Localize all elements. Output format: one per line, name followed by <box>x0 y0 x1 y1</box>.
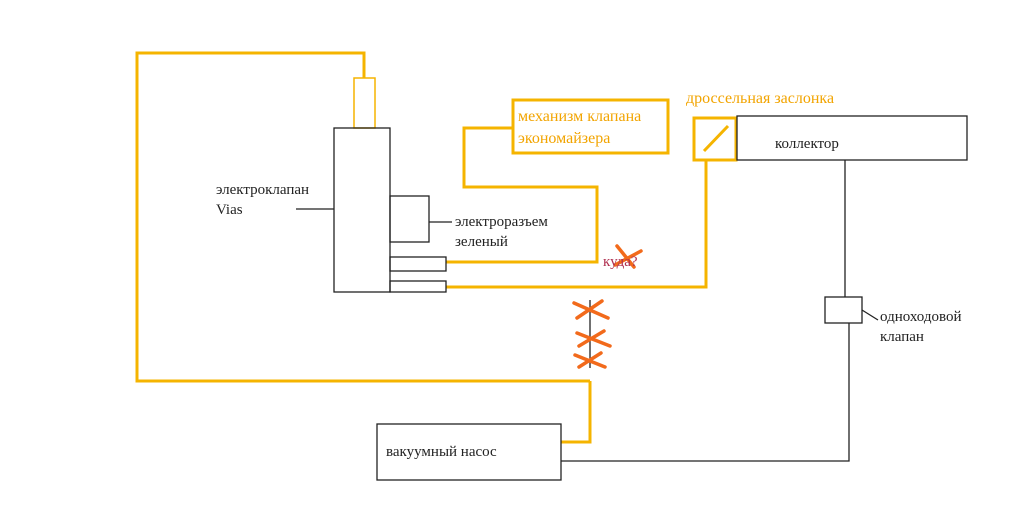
connector-label: электроразъем <box>455 214 548 230</box>
economizer-label: механизм клапана <box>518 108 641 125</box>
throttle-label: дроссельная заслонка <box>686 90 834 107</box>
check-valve-label: одноходовой <box>880 309 962 325</box>
connector-box <box>389 195 430 243</box>
check-valve-line <box>561 323 850 462</box>
vacuum-pump-label: вакуумный насос <box>386 444 497 460</box>
vacuum-pump-box <box>376 423 562 481</box>
cross-mark <box>572 299 610 320</box>
solenoid-label-model: Vias <box>216 202 243 218</box>
solenoid-port-upper <box>389 256 447 272</box>
economizer-label-2: экономайзера <box>518 130 610 147</box>
cross-marks <box>572 244 643 369</box>
check-valve-box <box>824 296 863 324</box>
hose-to-pump <box>561 381 592 444</box>
connector-label-color: зеленый <box>455 234 508 250</box>
solenoid-top-port <box>353 77 376 129</box>
check-valve-label-2: клапан <box>880 329 924 345</box>
cross-mark <box>613 244 643 269</box>
question-label: куда? <box>603 254 638 270</box>
check-valve-leader <box>861 309 879 321</box>
hose-throttle <box>446 161 708 289</box>
hose-loop <box>135 51 590 383</box>
economizer-box <box>511 98 670 155</box>
hose-economizer <box>446 126 599 264</box>
throttle-box <box>692 116 738 162</box>
solenoid-body <box>333 127 391 293</box>
throttle-plate <box>702 124 730 153</box>
manifold-label: коллектор <box>775 136 839 152</box>
manifold-box <box>736 115 968 161</box>
solenoid-port-lower <box>389 280 447 293</box>
thin-lines <box>296 115 968 481</box>
solenoid-label: электроклапан <box>216 182 309 198</box>
cross-mark <box>573 351 607 369</box>
cross-mark <box>575 329 612 348</box>
hoses <box>135 51 738 444</box>
